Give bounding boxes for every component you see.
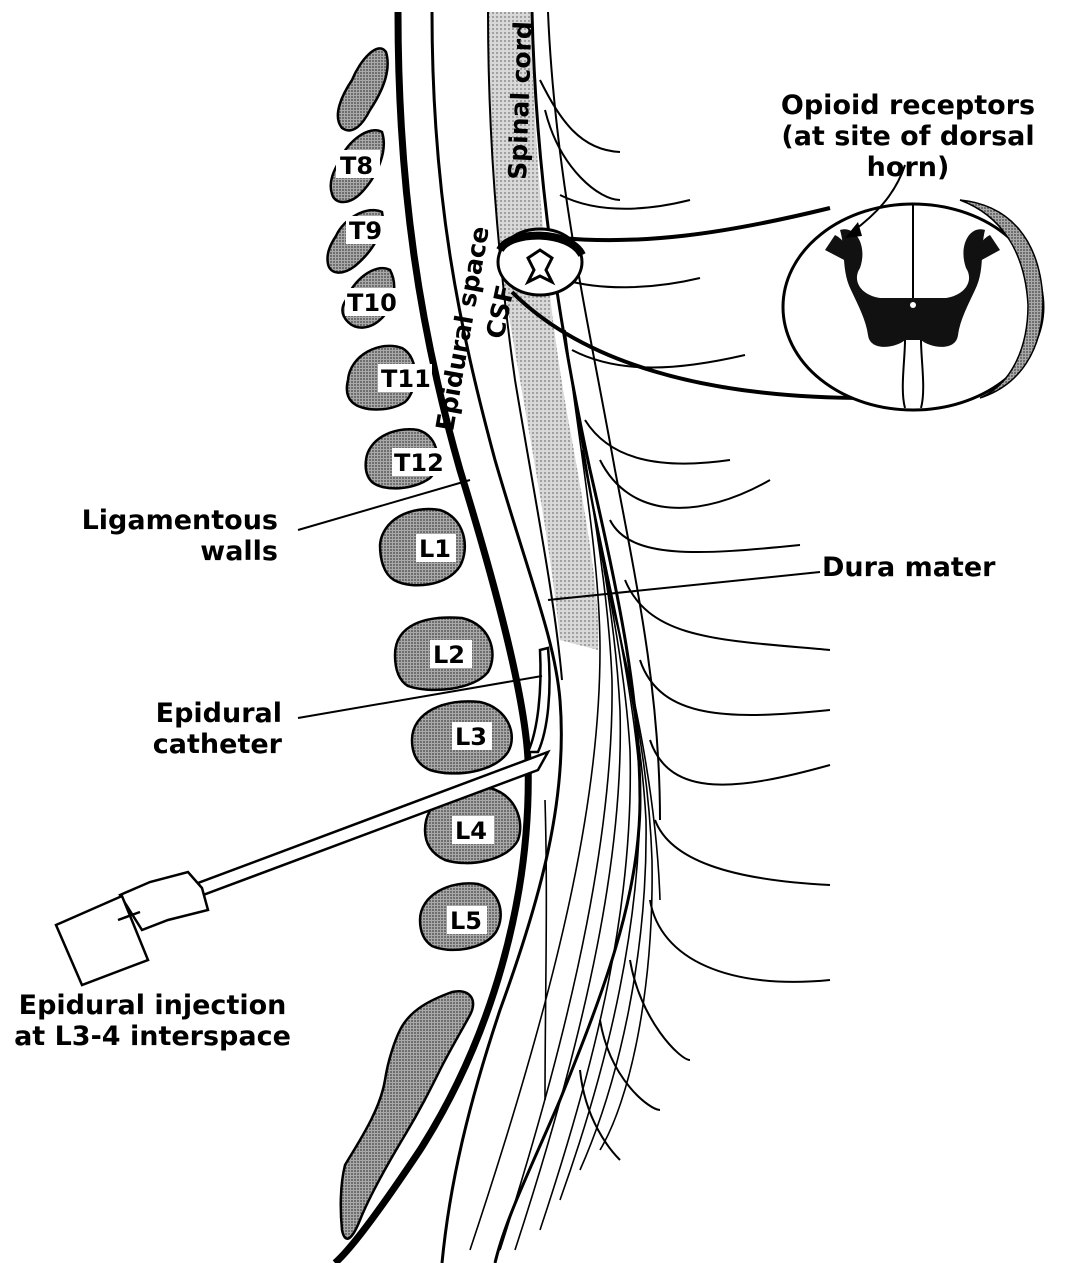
sacrum bbox=[341, 991, 473, 1238]
vertebra-label-l3: L3 bbox=[455, 723, 487, 751]
catheter-line2: catheter bbox=[100, 729, 282, 760]
ligamentous-walls-label: Ligamentous walls bbox=[60, 505, 278, 567]
spinal-cord-label: Spinal cord bbox=[503, 21, 538, 181]
epidural-catheter bbox=[528, 648, 550, 752]
vertebra-label-l2: L2 bbox=[433, 641, 465, 669]
injection-line1: Epidural injection bbox=[10, 990, 295, 1021]
ligamentous-line1: Ligamentous bbox=[60, 505, 278, 536]
vertebra-label-l5: L5 bbox=[450, 907, 482, 935]
vertebra-label-t10: T10 bbox=[347, 289, 397, 317]
injection-line2: at L3-4 interspace bbox=[10, 1021, 295, 1052]
dura-mater-text: Dura mater bbox=[822, 552, 1022, 583]
spinal-column bbox=[335, 12, 660, 1263]
vertebra-label-l4: L4 bbox=[455, 817, 487, 845]
epidural-needle bbox=[56, 752, 548, 985]
vertebra-label-t12: T12 bbox=[394, 449, 444, 477]
ligamentous-line2: walls bbox=[60, 536, 278, 567]
epidural-injection-label: Epidural injection at L3-4 interspace bbox=[10, 990, 295, 1052]
vertebra-label-t11: T11 bbox=[381, 365, 431, 393]
vertebra-label-l1: L1 bbox=[419, 535, 451, 563]
vertebra-top bbox=[338, 48, 388, 130]
catheter-line1: Epidural bbox=[100, 698, 282, 729]
vertebra-label-t8: T8 bbox=[340, 152, 373, 180]
vertebra-label-t9: T9 bbox=[349, 217, 382, 245]
opioid-line1: Opioid receptors bbox=[738, 90, 1078, 121]
opioid-receptors-label: Opioid receptors (at site of dorsal horn… bbox=[738, 90, 1078, 183]
epidural-catheter-label: Epidural catheter bbox=[100, 698, 282, 760]
cord-cross-section bbox=[783, 200, 1043, 410]
dura-mater-label: Dura mater bbox=[822, 552, 1022, 583]
opioid-line2: (at site of dorsal horn) bbox=[738, 121, 1078, 183]
